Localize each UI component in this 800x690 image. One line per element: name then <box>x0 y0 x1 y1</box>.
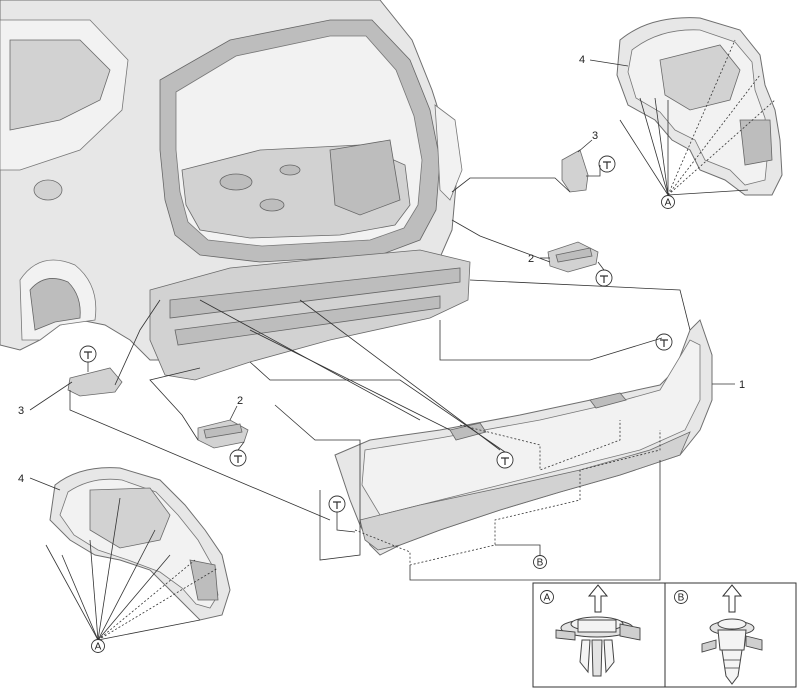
fastener-a-lower-label: A <box>95 642 102 653</box>
fastener-legend: A B <box>532 582 797 688</box>
clip-symbol <box>655 333 673 351</box>
bracket-3-lower <box>67 367 123 397</box>
fastener-a-upper-leaders <box>619 39 776 196</box>
callout-3-lower: 3 <box>18 405 24 417</box>
fender-liner-lower <box>49 467 231 621</box>
clip-symbol <box>79 345 97 363</box>
callout-4-lower: 4 <box>18 473 24 485</box>
clip-symbol <box>595 269 613 287</box>
clip-symbol <box>229 449 247 467</box>
callout-labels: 1 2 2 3 3 4 4 <box>18 54 745 485</box>
callout-3-upper: 3 <box>592 130 598 142</box>
legend-item-b: B <box>674 584 763 685</box>
callout-2-upper: 2 <box>528 253 534 265</box>
fastener-a-upper-marker: A <box>661 195 675 209</box>
assembly-lines <box>29 59 735 581</box>
fender-liner-upper <box>616 17 783 196</box>
bracket-3-upper <box>561 149 589 193</box>
clip-symbol-group <box>79 155 673 513</box>
fastener-b-marker: B <box>533 555 547 569</box>
fastener-a-lower-leaders <box>45 497 219 641</box>
fastener-a-upper-label: A <box>665 198 672 209</box>
push-clip-b-icon <box>701 584 763 685</box>
push-clip-a-icon <box>555 584 641 677</box>
clip-symbol <box>496 451 514 469</box>
fastener-b-label: B <box>537 558 544 569</box>
callout-2-lower: 2 <box>237 395 243 407</box>
legend-b-label: B <box>678 593 685 604</box>
clip-symbol <box>328 495 346 513</box>
vehicle-rear-body <box>0 0 471 381</box>
bracket-2-upper <box>547 241 599 273</box>
bracket-2-lower <box>197 419 249 449</box>
rear-bumper-cover <box>334 319 713 556</box>
fastener-a-lower-marker: A <box>91 639 105 653</box>
callout-1: 1 <box>739 379 745 391</box>
callout-4-upper: 4 <box>579 54 585 66</box>
legend-a-label: A <box>544 593 551 604</box>
clip-symbol <box>598 155 616 173</box>
legend-item-a: A <box>540 584 641 677</box>
